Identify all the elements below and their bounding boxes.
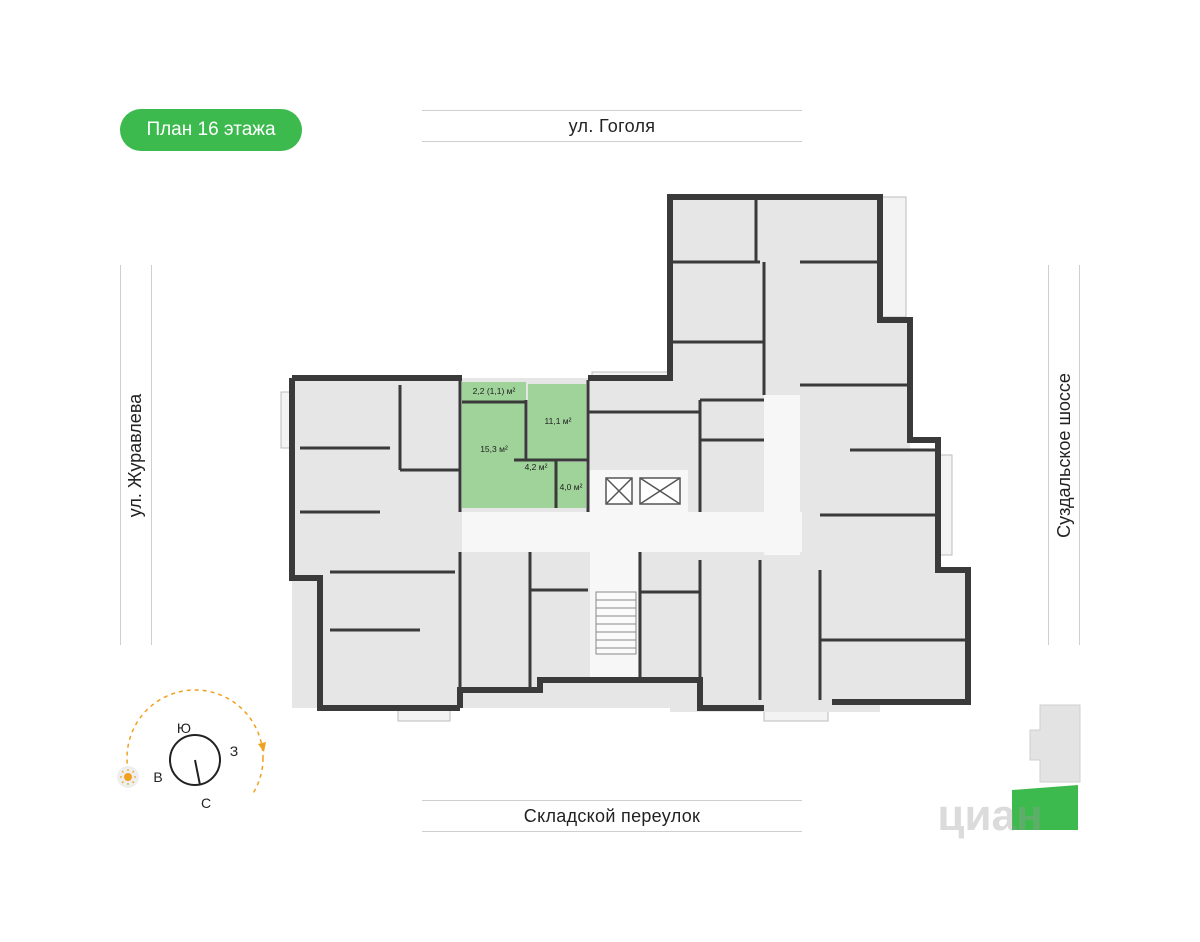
exterior-walls bbox=[289, 194, 971, 711]
site-minimap bbox=[1012, 704, 1081, 830]
compass: Ю З В С bbox=[117, 688, 266, 828]
highlighted-apartment[interactable] bbox=[462, 382, 586, 508]
room-balcony[interactable] bbox=[462, 382, 526, 402]
street-label-right: Суздальское шоссе bbox=[1048, 265, 1080, 645]
room-labels: 2,2 (1,1) м² 15,3 м² 11,1 м² 4,2 м² 4,0 … bbox=[473, 386, 583, 492]
room-label-kitchen: 11,1 м² bbox=[545, 416, 572, 426]
street-label-bottom: Складской переулок bbox=[422, 800, 802, 832]
stairwell bbox=[595, 591, 637, 655]
room-label-balcony: 2,2 (1,1) м² bbox=[473, 386, 516, 396]
watermark-text: циан bbox=[937, 791, 1042, 840]
compass-north: С bbox=[201, 795, 211, 811]
interior-walls bbox=[300, 199, 966, 700]
corridors bbox=[462, 395, 802, 682]
watermark: циан bbox=[937, 791, 1042, 840]
compass-arrow-icon bbox=[258, 742, 266, 752]
elevators bbox=[605, 477, 681, 505]
room-label-hall: 4,2 м² bbox=[525, 462, 548, 472]
floor-plan-badge: План 16 этажа bbox=[120, 109, 302, 151]
compass-south: Ю bbox=[177, 720, 191, 736]
room-label-bathroom: 4,0 м² bbox=[560, 482, 583, 492]
room-label-living: 15,3 м² bbox=[480, 444, 508, 454]
street-label-top: ул. Гоголя bbox=[422, 110, 802, 142]
street-label-left: ул. Журавлева bbox=[120, 265, 152, 645]
sun-icon bbox=[117, 766, 139, 788]
room-bathroom[interactable] bbox=[556, 462, 586, 508]
compass-west: З bbox=[230, 743, 238, 759]
room-hall[interactable] bbox=[514, 460, 556, 508]
compass-east: В bbox=[153, 769, 162, 785]
room-kitchen[interactable] bbox=[528, 384, 586, 460]
